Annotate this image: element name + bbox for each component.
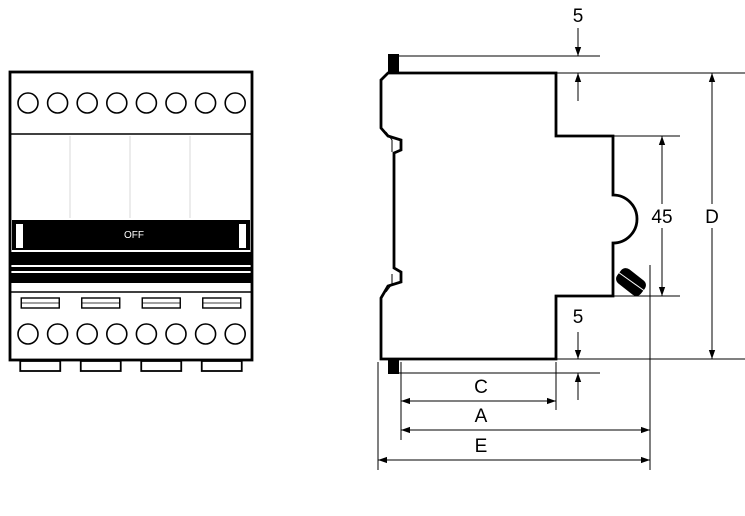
toggle-rail-middle bbox=[10, 267, 252, 271]
din-rail-top bbox=[388, 54, 399, 72]
screw-slot-row bbox=[20, 297, 242, 309]
top-terminal-screw bbox=[106, 92, 128, 114]
top-terminal-screw bbox=[165, 92, 187, 114]
top-terminal-screw bbox=[194, 92, 217, 114]
toggle-rail-upper bbox=[10, 252, 252, 265]
bottom-terminal-screw bbox=[135, 323, 158, 345]
pole-separators bbox=[69, 136, 191, 218]
din-rail-bottom bbox=[388, 360, 399, 374]
front-housing-outline bbox=[8, 70, 254, 362]
bottom-terminal-screw bbox=[106, 323, 128, 345]
bottom-terminal-row bbox=[17, 323, 246, 345]
bottom-gap-label: 5 bbox=[573, 307, 584, 328]
top-gap-label: 5 bbox=[573, 6, 584, 27]
bottom-terminal-screw bbox=[17, 323, 39, 345]
din-clip-foot bbox=[140, 360, 183, 372]
toggle-handle bbox=[616, 268, 646, 296]
depth-c-label: C bbox=[474, 377, 488, 398]
switch-label-bar bbox=[12, 220, 250, 250]
toggle-highlight bbox=[617, 271, 647, 293]
depth-a-label: A bbox=[475, 406, 488, 427]
din-clip-foot bbox=[200, 360, 243, 372]
bottom-terminal-screw bbox=[165, 323, 187, 345]
upper-clip-detail bbox=[385, 131, 393, 152]
bottom-terminal-screw bbox=[46, 323, 69, 345]
top-terminal-screw bbox=[46, 92, 69, 114]
top-terminal-screw bbox=[76, 92, 98, 114]
bottom-terminal-screw bbox=[224, 323, 246, 345]
front-view: OFF bbox=[8, 70, 254, 372]
overall-height-label-bg bbox=[700, 204, 724, 228]
switch-state-label: OFF bbox=[124, 230, 144, 241]
side-view: 5 5 45 D C A E bbox=[377, 6, 745, 470]
top-terminal-screw bbox=[135, 92, 158, 114]
depth-e-label: E bbox=[475, 436, 488, 457]
extension-lines bbox=[377, 55, 745, 470]
top-terminal-screw bbox=[17, 92, 39, 114]
top-terminal-screw bbox=[224, 92, 246, 114]
label-bar-right-tab bbox=[239, 224, 246, 248]
front-height-label: 45 bbox=[651, 207, 672, 228]
top-terminal-row bbox=[17, 92, 246, 114]
bottom-terminal-screw bbox=[194, 323, 217, 345]
overall-height-label: D bbox=[705, 207, 719, 228]
toggle-rail-lower bbox=[10, 273, 252, 283]
din-clip-foot bbox=[79, 360, 122, 372]
din-clip-row bbox=[19, 360, 243, 372]
housing-profile bbox=[379, 71, 639, 361]
lower-clip-detail bbox=[385, 274, 393, 293]
din-clip-foot bbox=[19, 360, 62, 372]
front-height-label-bg bbox=[646, 204, 678, 228]
label-bar-left-tab bbox=[16, 224, 23, 248]
bottom-terminal-screw bbox=[76, 323, 98, 345]
